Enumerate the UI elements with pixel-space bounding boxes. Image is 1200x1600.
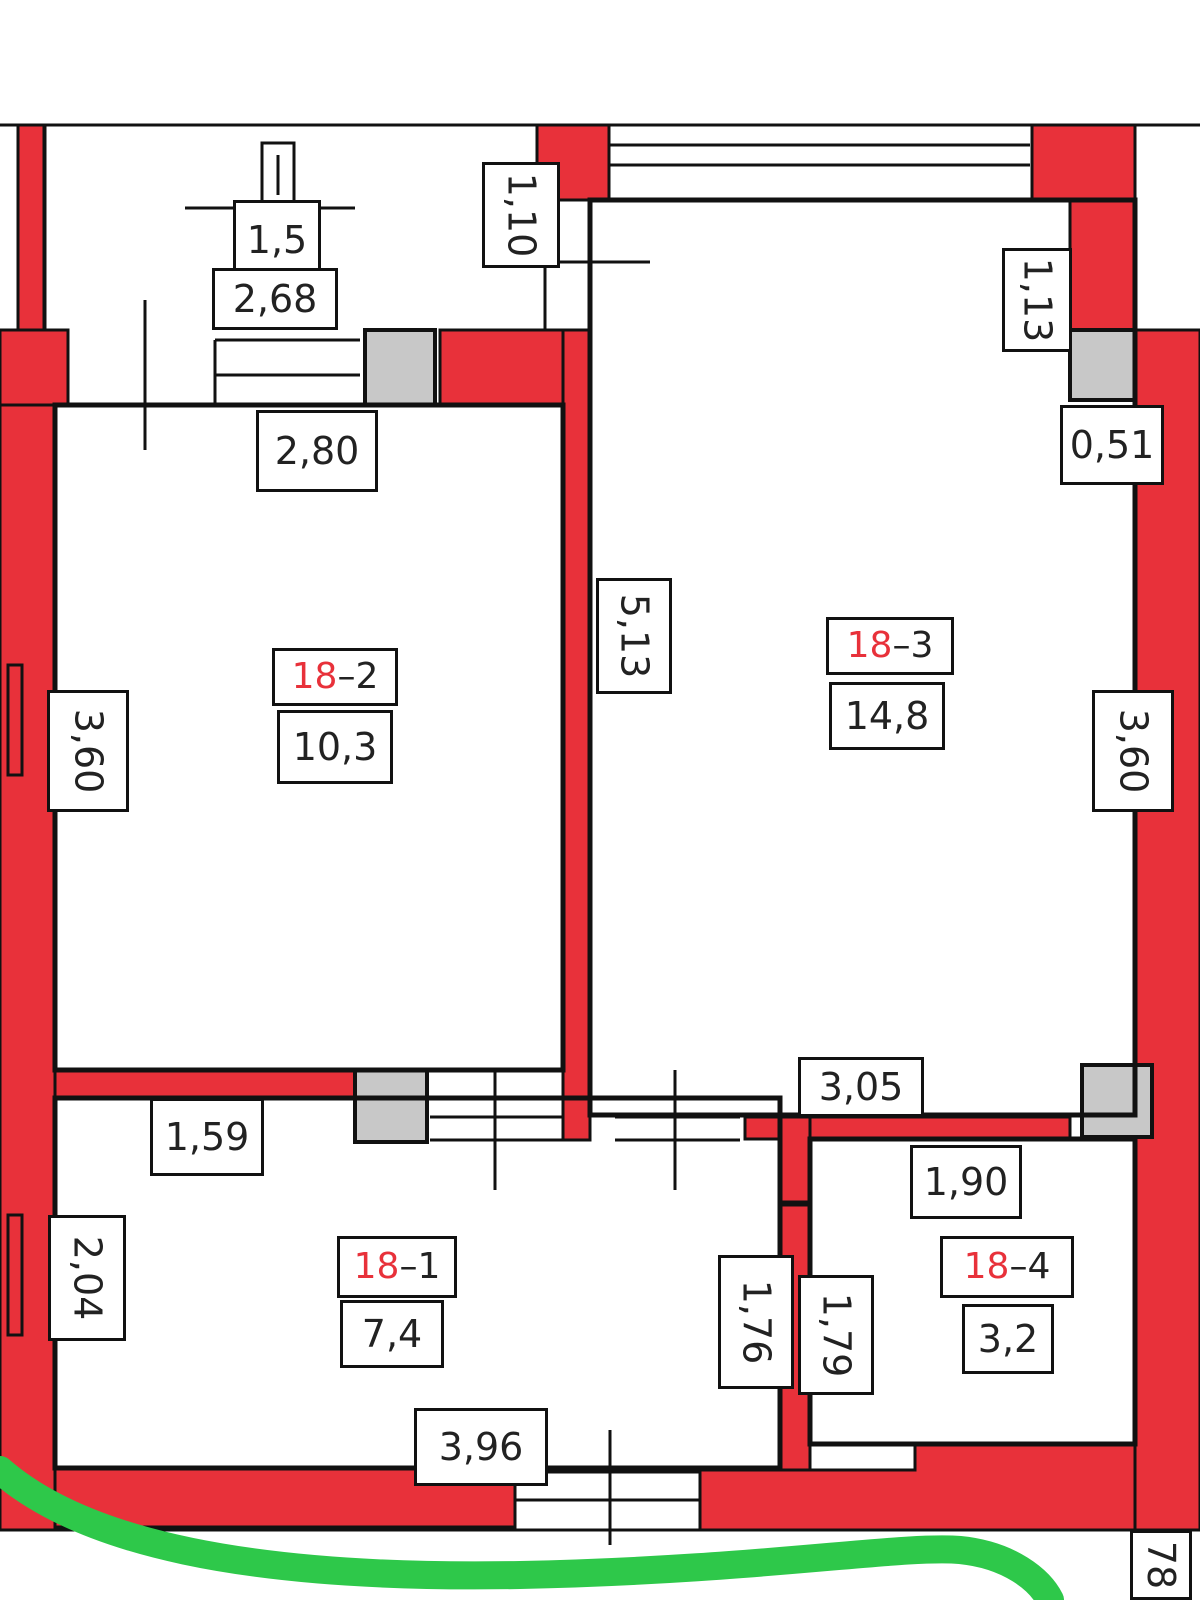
dim-edge-bottom: 78 (1130, 1530, 1192, 1600)
room-18-2-area: 10,3 (277, 710, 393, 784)
dim-top-balcony: 2,68 (212, 268, 338, 330)
dim-room1-width: 3,96 (414, 1408, 548, 1486)
dim-partition-b: 1,79 (798, 1275, 874, 1395)
dim-balcony-depth: 1,10 (482, 162, 560, 268)
room-18-4-area: 3,2 (962, 1304, 1054, 1374)
dim-partition-a: 1,76 (718, 1255, 794, 1389)
green-path-mark (0, 1456, 1064, 1600)
dim-room3-height: 3,60 (1092, 690, 1174, 812)
dim-right-pier: 1,13 (1002, 248, 1072, 352)
dim-room2-width: 2,80 (256, 410, 378, 492)
dim-right-niche: 0,51 (1060, 405, 1164, 485)
room-18-2-number: 18–2 (272, 648, 398, 706)
dim-room4-width: 1,90 (910, 1145, 1022, 1219)
room-18-4-number: 18–4 (940, 1236, 1074, 1298)
dim-room2-height: 3,60 (47, 690, 129, 812)
room-18-3-area: 14,8 (829, 682, 945, 750)
room-18-1-number: 18–1 (337, 1236, 457, 1298)
columns (353, 328, 1154, 1144)
room-18-1-area: 7,4 (340, 1300, 444, 1368)
dim-room1-width-top: 1,59 (150, 1098, 264, 1176)
dim-room1-height: 2,04 (48, 1215, 126, 1341)
walls (0, 123, 1200, 1532)
room-18-3-number: 18–3 (826, 617, 954, 675)
dim-room3-left: 5,13 (596, 578, 672, 694)
dim-room3-width: 3,05 (798, 1057, 924, 1117)
